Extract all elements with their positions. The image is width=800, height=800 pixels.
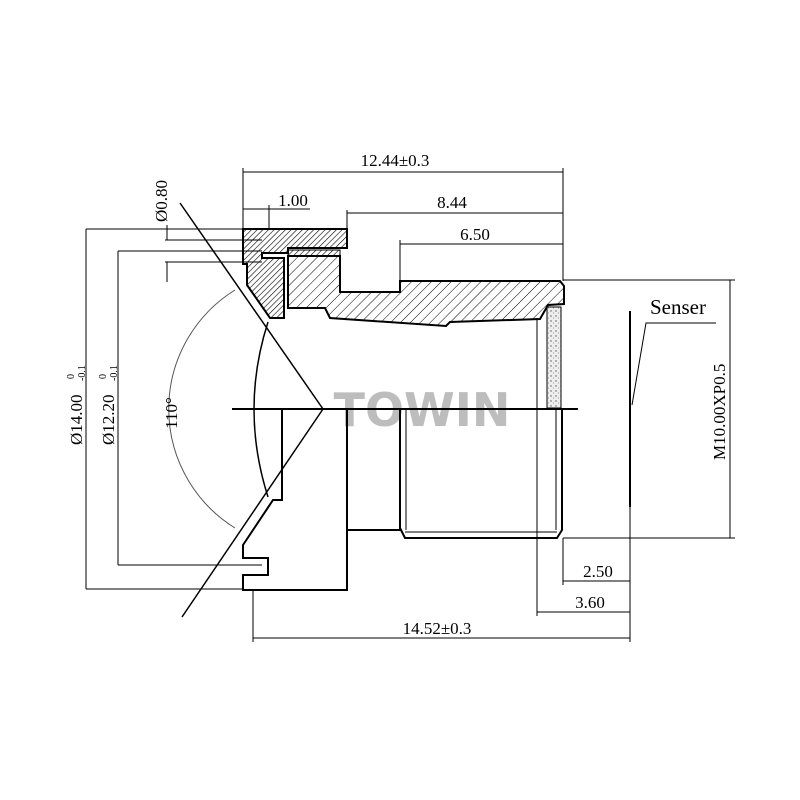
sensor-label: Senser — [650, 295, 706, 319]
svg-text:Ø12.20: Ø12.20 — [99, 394, 118, 445]
svg-text:0: 0 — [66, 374, 77, 379]
sensor-leader — [631, 322, 716, 406]
dim-barrel-length: 8.44 — [437, 193, 467, 212]
field-of-view-lines — [168, 202, 324, 618]
dim-flange-thickness: 1.00 — [278, 191, 308, 210]
lens-body-upper — [242, 228, 565, 328]
dim-thread-length: 6.50 — [460, 225, 490, 244]
svg-text:0: 0 — [98, 374, 109, 379]
dim-back-focal-1: 2.50 — [583, 562, 613, 581]
ir-filter — [546, 306, 562, 409]
dim-hole-diameter: Ø0.80 — [152, 180, 171, 222]
fov-label: 110° — [162, 397, 181, 429]
dim-overall-length-top: 12.44±0.3 — [361, 151, 430, 170]
bottom-dimensions — [252, 409, 631, 642]
top-dimensions — [242, 168, 564, 281]
svg-text:-0.1: -0.1 — [77, 365, 88, 381]
left-dimensions — [85, 225, 262, 590]
dim-thread-spec: M10.00XP0.5 — [710, 364, 729, 460]
dim-outer-diameter: Ø14.00 0 -0.1 — [66, 365, 88, 445]
svg-text:Ø14.00: Ø14.00 — [67, 394, 86, 445]
svg-text:-0.1: -0.1 — [109, 365, 120, 381]
dim-overall-length-bottom: 14.52±0.3 — [403, 619, 472, 638]
dim-inner-diameter: Ø12.20 0 -0.1 — [98, 365, 120, 445]
lens-body-lower — [242, 409, 563, 591]
dim-back-focal-2: 3.60 — [575, 593, 605, 612]
